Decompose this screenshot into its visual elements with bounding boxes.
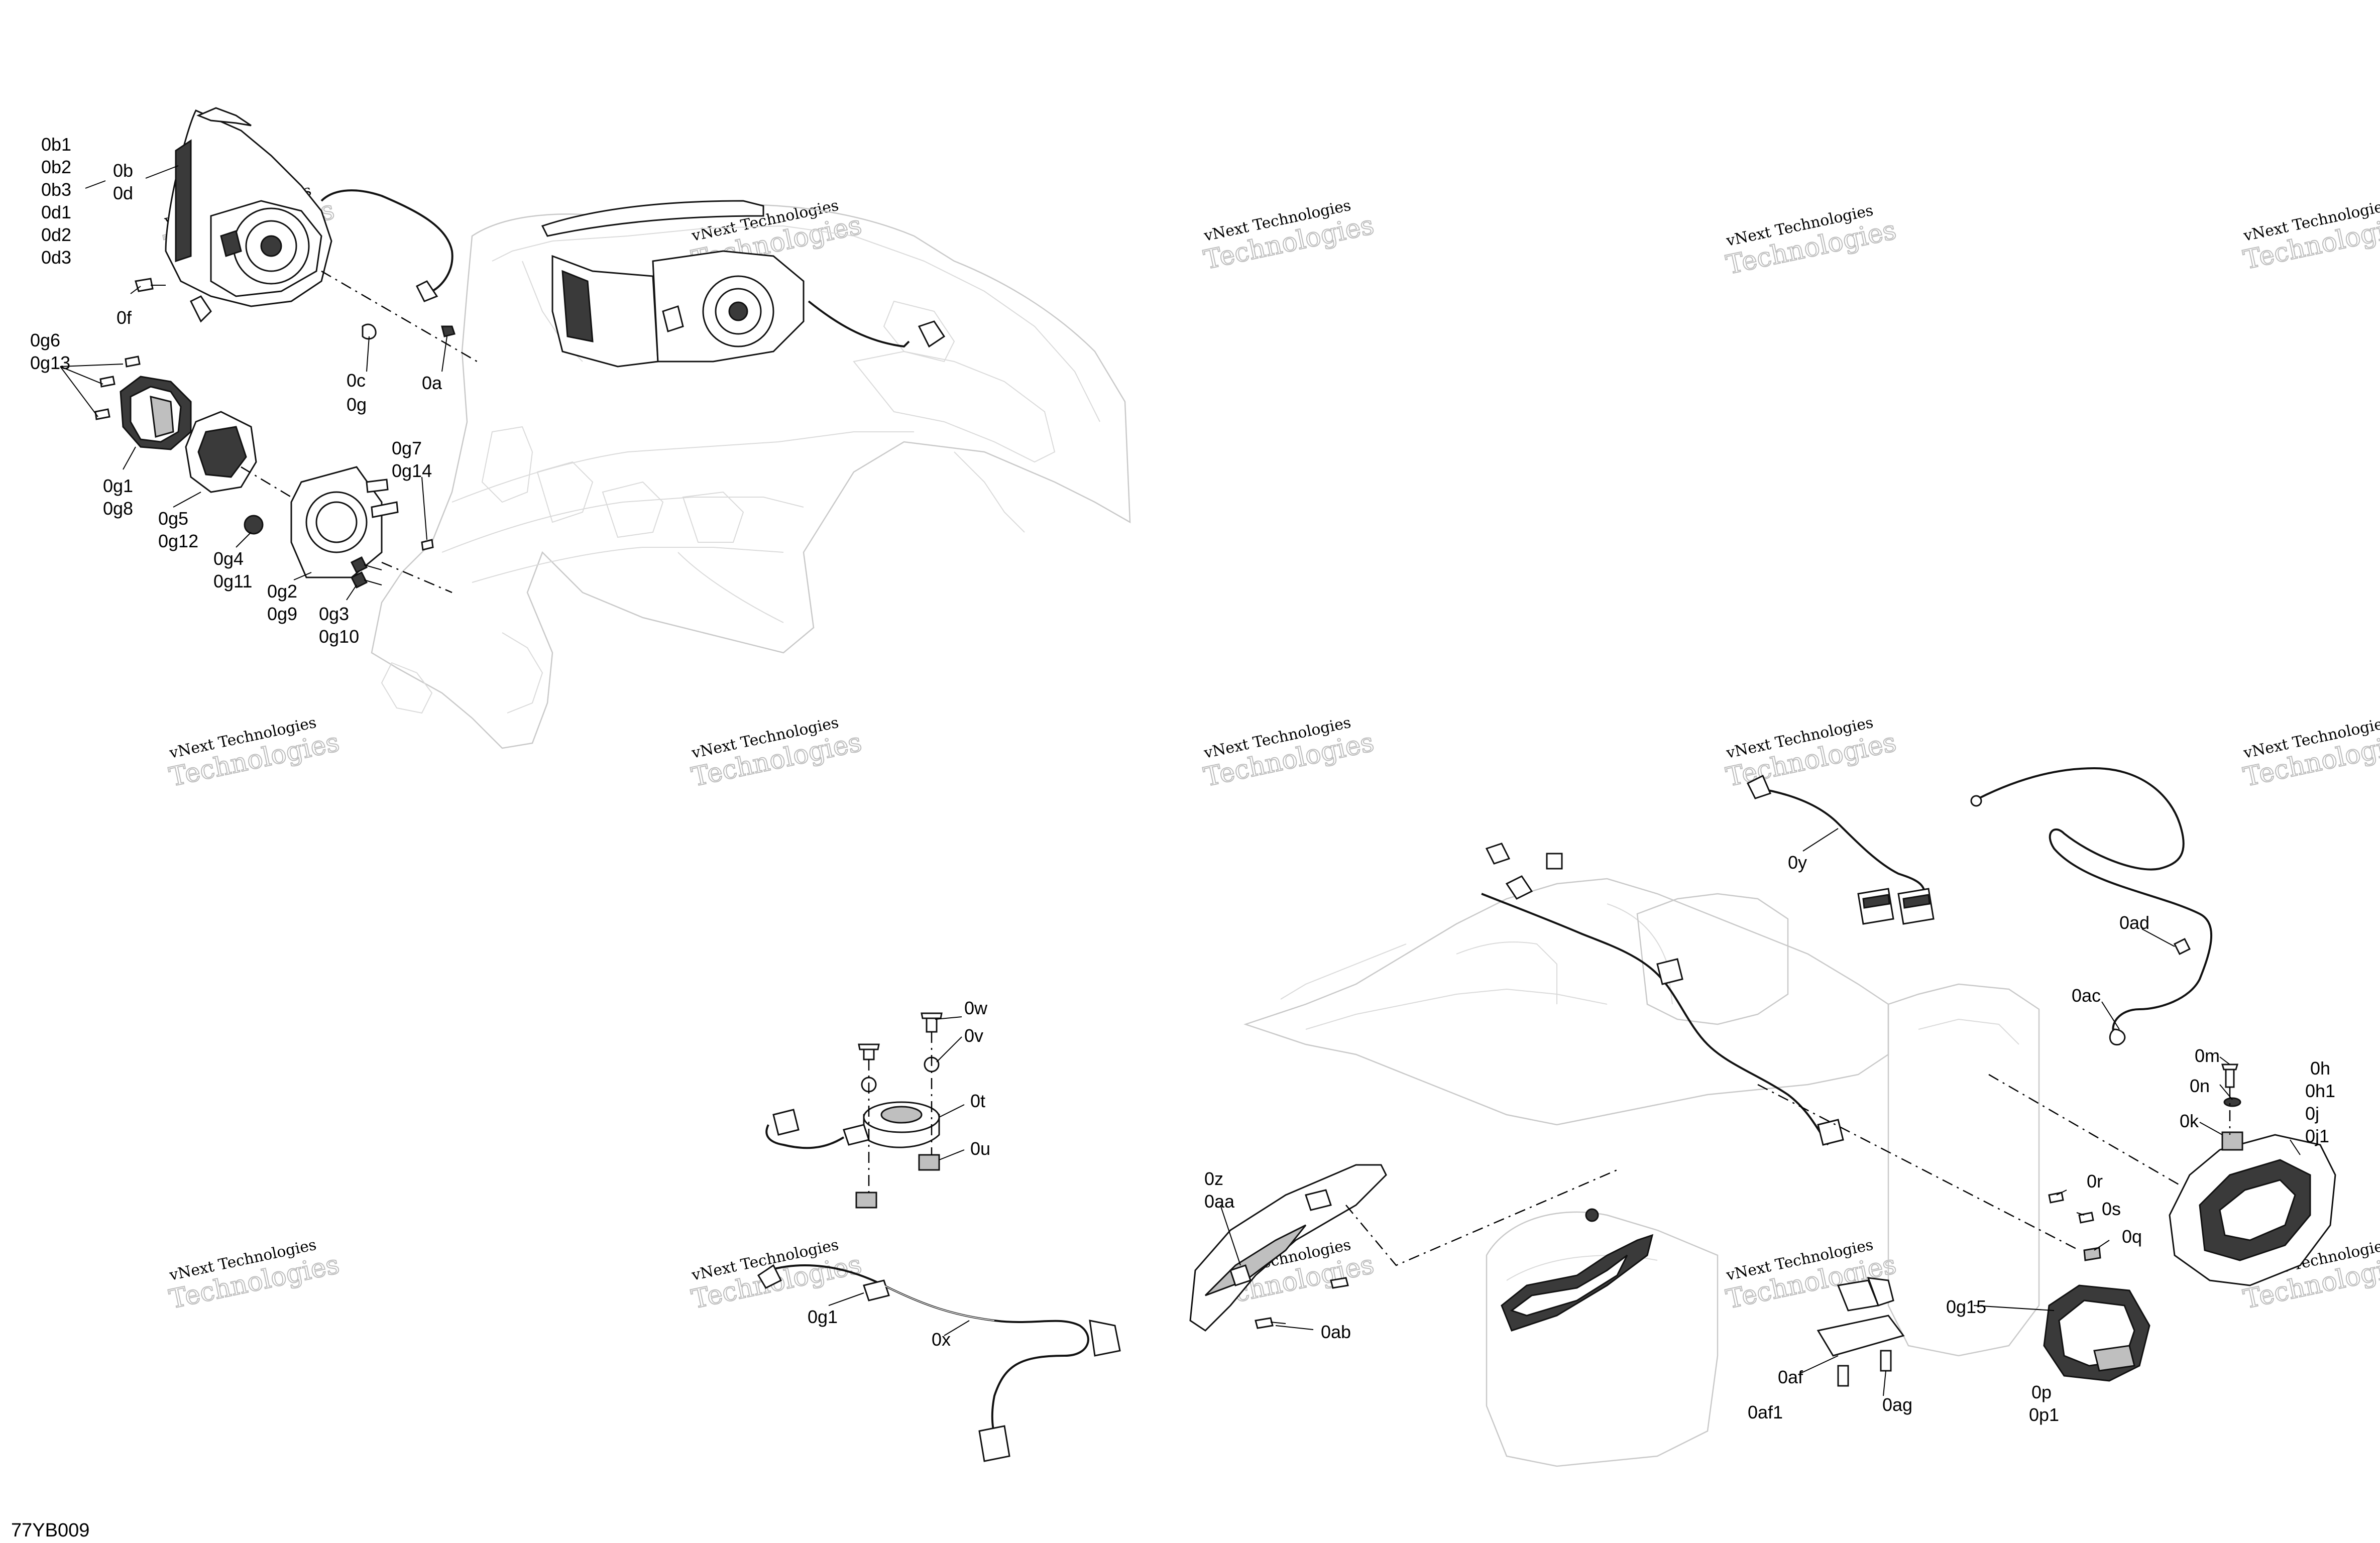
rear-harness-installed xyxy=(1481,843,1844,1146)
fog-harness xyxy=(757,1264,1121,1462)
callout-0g13: 0g13 xyxy=(30,352,70,373)
callout-0g3: 0g3 xyxy=(319,604,349,624)
callout-0p: 0p xyxy=(2031,1382,2052,1402)
callout-0f: 0f xyxy=(117,307,132,328)
rear-frame-ghost xyxy=(1243,878,2040,1467)
callout-0t: 0t xyxy=(970,1091,985,1111)
callout-0d1: 0d1 xyxy=(41,202,71,222)
side-bracket xyxy=(1189,1164,1618,1332)
callout-0g12: 0g12 xyxy=(158,531,198,551)
callout-0g2: 0g2 xyxy=(267,581,297,602)
callout-0d2: 0d2 xyxy=(41,224,71,245)
callout-0p1: 0p1 xyxy=(2029,1404,2059,1425)
callout-0g6: 0g6 xyxy=(30,330,60,350)
watermark: vNext Technologies Technologies xyxy=(1201,714,1377,793)
callout-0g11: 0g11 xyxy=(213,571,252,591)
callout-0g8: 0g8 xyxy=(103,498,133,519)
callout-0u: 0u xyxy=(970,1138,990,1159)
callout-0g15: 0g15 xyxy=(1946,1296,1986,1317)
callout-0d3: 0d3 xyxy=(41,247,71,268)
callout-0v: 0v xyxy=(964,1025,983,1046)
license-bracket xyxy=(1817,1277,1905,1387)
callout-0a: 0a xyxy=(422,373,442,393)
callout-labels: 0b1 0b2 0b3 0d1 0d2 0d3 0b 0d 0f 0c 0g 0… xyxy=(30,134,2335,1425)
callout-0q: 0q xyxy=(2122,1226,2142,1247)
callout-0s: 0s xyxy=(2102,1199,2121,1219)
rear-reflector-installed xyxy=(1501,1208,1654,1332)
watermark: vNext Technologies Technologies xyxy=(1201,197,1377,276)
callout-0h: 0h xyxy=(2310,1058,2330,1079)
callout-0h1: 0h1 xyxy=(2305,1081,2335,1101)
callout-0g1-harness: 0g1 xyxy=(808,1307,838,1327)
callout-0c: 0c xyxy=(347,370,366,391)
callout-0g4: 0g4 xyxy=(213,548,244,569)
ground-wire xyxy=(1970,767,2212,1046)
callout-0ab: 0ab xyxy=(1321,1322,1351,1342)
callout-0w: 0w xyxy=(964,998,988,1018)
callout-0b1: 0b1 xyxy=(41,134,71,155)
callout-0j: 0j xyxy=(2305,1103,2319,1124)
callout-0g10: 0g10 xyxy=(319,626,359,647)
horn-assembly xyxy=(765,1012,943,1209)
watermark: vNext Technologies Technologies xyxy=(166,714,343,793)
callout-0n: 0n xyxy=(2190,1076,2210,1096)
headlamp-exploded xyxy=(135,107,478,363)
watermarks: vNext Technologies Technologies vNext Te… xyxy=(161,182,2380,1316)
callout-0b3: 0b3 xyxy=(41,179,71,200)
callout-0d: 0d xyxy=(113,183,133,203)
callout-0m: 0m xyxy=(2195,1045,2220,1066)
watermark: vNext Technologies Technologies xyxy=(1723,714,1899,793)
callout-0y: 0y xyxy=(1788,852,1807,873)
callout-0b2: 0b2 xyxy=(41,157,71,177)
headlamp-installed xyxy=(541,200,946,368)
callout-0ag: 0ag xyxy=(1882,1394,1912,1415)
callout-0g14: 0g14 xyxy=(392,460,432,481)
callout-0g: 0g xyxy=(347,394,367,415)
fog-light-exploded xyxy=(94,355,452,594)
callout-0k: 0k xyxy=(2180,1111,2199,1131)
license-light xyxy=(1757,1084,2150,1382)
watermark: vNext Technologies Technologies xyxy=(1723,202,1899,281)
callout-0b: 0b xyxy=(113,160,133,181)
diagram-code: 77YB009 xyxy=(11,1520,89,1541)
watermark: vNext Technologies Technologies xyxy=(689,714,865,793)
watermark: vNext Technologies Technologies xyxy=(166,1236,343,1316)
tail-light xyxy=(1988,1063,2336,1286)
watermark: vNext Technologies Technologies xyxy=(2240,197,2380,276)
callout-0aa: 0aa xyxy=(1204,1191,1235,1212)
callout-0g9: 0g9 xyxy=(267,604,297,624)
watermark: vNext Technologies Technologies xyxy=(2240,714,2380,793)
callout-0ad: 0ad xyxy=(2119,912,2149,933)
leader-lines xyxy=(60,165,2301,1396)
callout-0r: 0r xyxy=(2087,1171,2103,1192)
callout-0af1: 0af1 xyxy=(1748,1402,1783,1422)
callout-0x: 0x xyxy=(932,1329,951,1350)
rear-harness-0y xyxy=(1746,774,1935,925)
callout-0g5: 0g5 xyxy=(158,508,188,529)
callout-0ac: 0ac xyxy=(2072,985,2101,1006)
callout-0af: 0af xyxy=(1778,1367,1803,1387)
callout-0g1: 0g1 xyxy=(103,476,133,496)
callout-0z: 0z xyxy=(1204,1168,1223,1189)
callout-0j1: 0j1 xyxy=(2305,1126,2329,1146)
callout-0g7: 0g7 xyxy=(392,438,422,458)
